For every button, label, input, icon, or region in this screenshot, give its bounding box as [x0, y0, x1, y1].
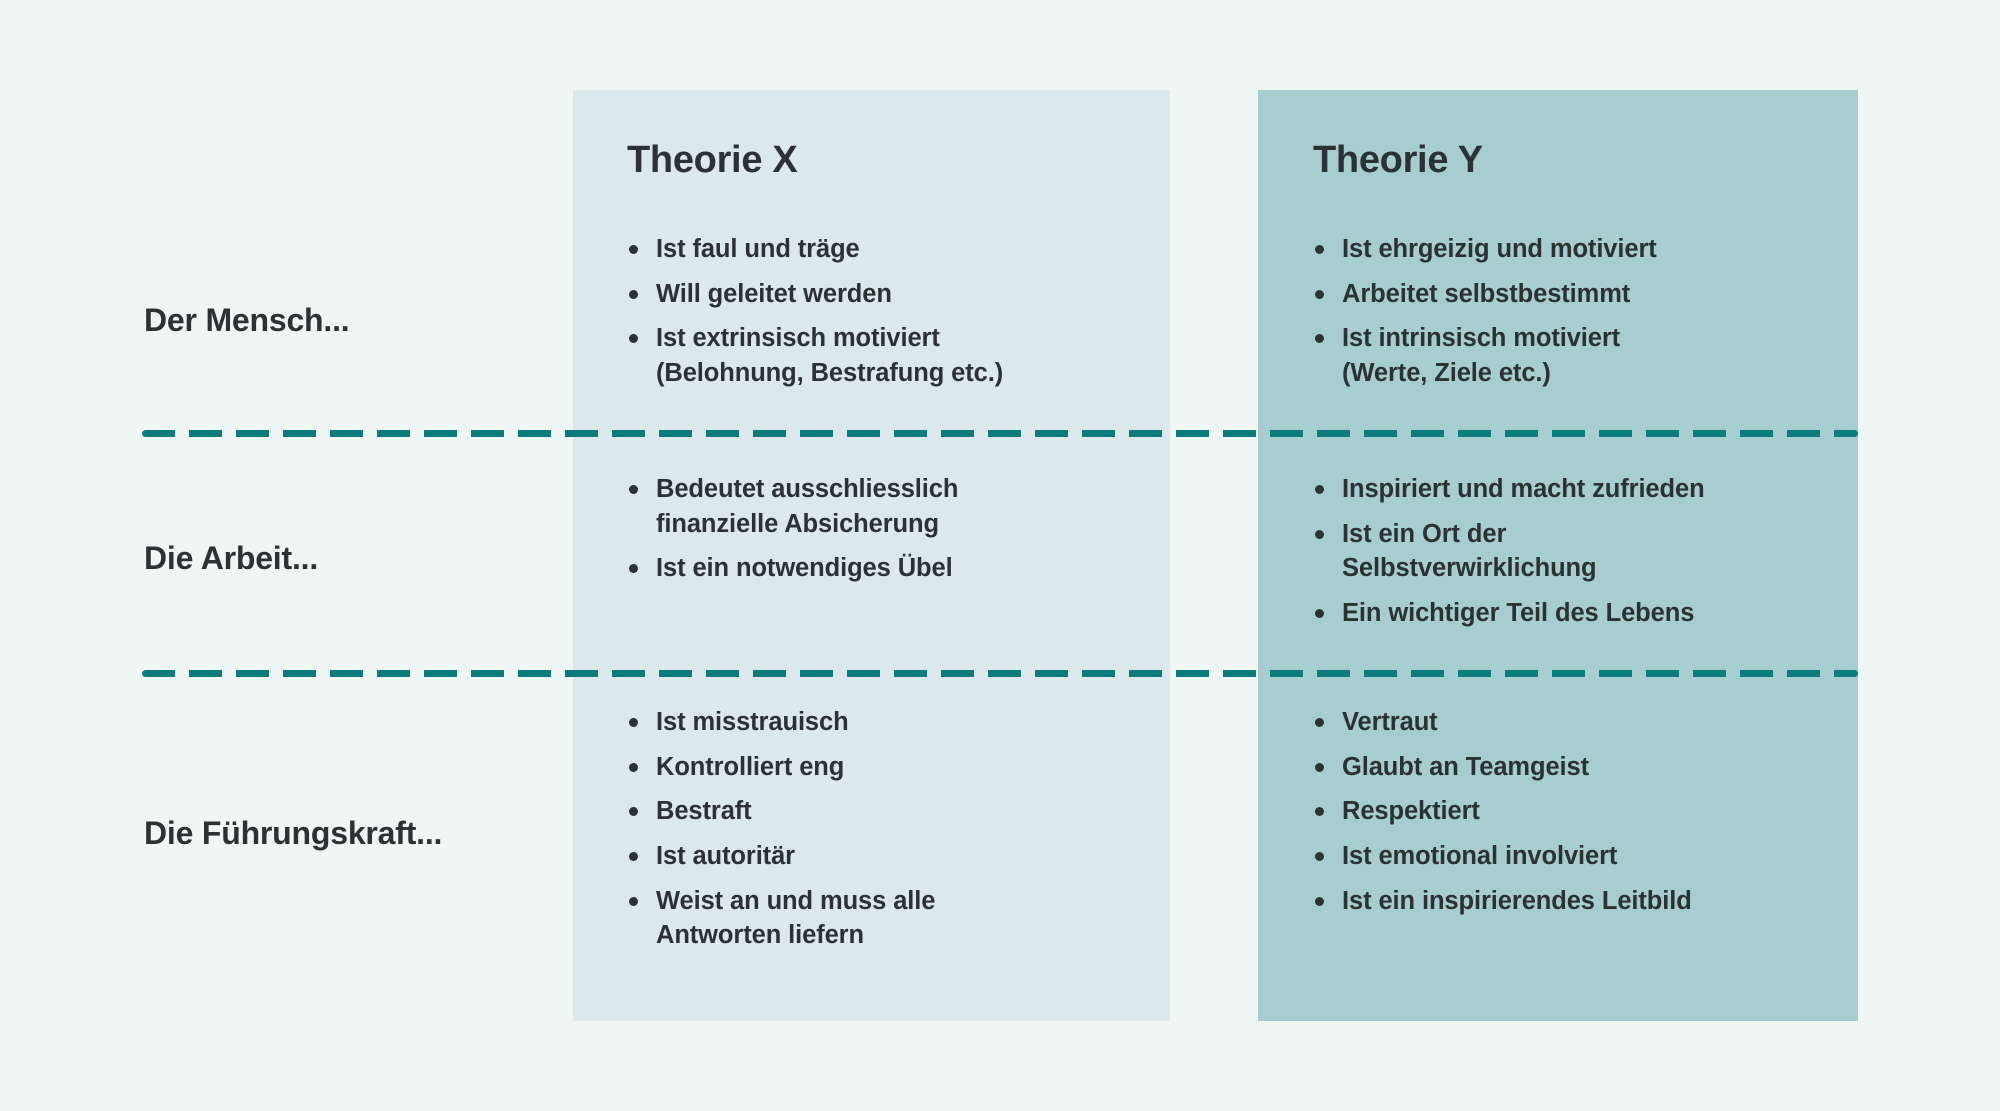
- list-item-text: Ist extrinsisch motiviert: [656, 324, 940, 353]
- list-item-text: Ist ein inspirierendes Leitbild: [1342, 886, 1692, 915]
- list-item-text: Ist intrinsisch motiviert: [1342, 324, 1621, 353]
- list-item-text: Glaubt an Teamgeist: [1342, 752, 1590, 781]
- list-item-continuation: (Werte, Ziele etc.): [1342, 359, 1551, 388]
- list-item: Respektiert: [1313, 794, 1853, 829]
- list-item-text: Ist ein notwendiges Übel: [656, 554, 953, 583]
- bullets-row3-theory-y: Vertraut Glaubt an Teamgeist Respektiert…: [1313, 705, 1853, 918]
- list-item: Will geleitet werden: [627, 277, 1147, 312]
- list-item-text: Ist ein Ort der: [1342, 519, 1507, 548]
- list-item: Glaubt an Teamgeist: [1313, 750, 1853, 785]
- bullet-list: Ist ehrgeizig und motiviert Arbeitet sel…: [1313, 232, 1853, 391]
- list-item-text: Kontrolliert eng: [656, 752, 845, 781]
- bullets-row1-theory-x: Ist faul und träge Will geleitet werden …: [627, 232, 1147, 391]
- list-item: Vertraut: [1313, 705, 1853, 740]
- list-item-text: Ein wichtiger Teil des Lebens: [1342, 599, 1695, 628]
- row-label-die-fuehrungskraft: Die Führungskraft...: [144, 815, 443, 851]
- row-label-die-arbeit: Die Arbeit...: [144, 540, 319, 576]
- list-item: Ist ein notwendiges Übel: [627, 551, 1147, 586]
- list-item-text: Ist ehrgeizig und motiviert: [1342, 235, 1657, 263]
- list-item-text: Vertraut: [1342, 708, 1438, 736]
- list-item-text: Inspiriert und macht zufrieden: [1342, 475, 1705, 503]
- theory-x-column-panel: [573, 90, 1170, 1021]
- list-item-text: Ist misstrauisch: [656, 708, 849, 736]
- list-item: Bedeutet ausschliesslich finanzielle Abs…: [627, 472, 1147, 541]
- list-item: Ist faul und träge: [627, 232, 1147, 267]
- bullets-row2-theory-x: Bedeutet ausschliesslich finanzielle Abs…: [627, 472, 1147, 586]
- row-divider-1: [142, 430, 1858, 437]
- bullet-list: Vertraut Glaubt an Teamgeist Respektiert…: [1313, 705, 1853, 918]
- list-item: Ist intrinsisch motiviert (Werte, Ziele …: [1313, 321, 1853, 390]
- list-item: Ist ehrgeizig und motiviert: [1313, 232, 1853, 267]
- theory-y-column-panel: [1258, 90, 1858, 1021]
- bullet-list: Ist misstrauisch Kontrolliert eng Bestra…: [627, 705, 1147, 953]
- list-item: Ist ein inspirierendes Leitbild: [1313, 884, 1853, 919]
- theory-x-title: Theorie X: [627, 139, 798, 181]
- list-item: Bestraft: [627, 794, 1147, 829]
- list-item: Weist an und muss alle Antworten liefern: [627, 884, 1147, 953]
- bullets-row3-theory-x: Ist misstrauisch Kontrolliert eng Bestra…: [627, 705, 1147, 953]
- list-item: Arbeitet selbstbestimmt: [1313, 277, 1853, 312]
- list-item-text: Bestraft: [656, 797, 752, 826]
- list-item-text: Bedeutet ausschliesslich: [656, 475, 959, 503]
- list-item: Ein wichtiger Teil des Lebens: [1313, 596, 1853, 631]
- list-item-text: Ist autoritär: [656, 842, 795, 871]
- bullet-list: Bedeutet ausschliesslich finanzielle Abs…: [627, 472, 1147, 586]
- bullet-list: Ist faul und träge Will geleitet werden …: [627, 232, 1147, 391]
- bullets-row1-theory-y: Ist ehrgeizig und motiviert Arbeitet sel…: [1313, 232, 1853, 391]
- list-item-continuation: finanzielle Absicherung: [656, 509, 939, 538]
- row-label-der-mensch: Der Mensch...: [144, 302, 350, 338]
- bullet-list: Inspiriert und macht zufrieden Ist ein O…: [1313, 472, 1853, 631]
- list-item: Kontrolliert eng: [627, 750, 1147, 785]
- list-item-continuation: (Belohnung, Bestrafung etc.): [656, 359, 1004, 388]
- list-item-text: Ist faul und träge: [656, 235, 860, 263]
- list-item: Inspiriert und macht zufrieden: [1313, 472, 1853, 507]
- list-item: Ist extrinsisch motiviert (Belohnung, Be…: [627, 321, 1147, 390]
- bullets-row2-theory-y: Inspiriert und macht zufrieden Ist ein O…: [1313, 472, 1853, 631]
- list-item-text: Ist emotional involviert: [1342, 842, 1618, 871]
- list-item-continuation: Selbstverwirklichung: [1342, 554, 1597, 583]
- list-item: Ist autoritär: [627, 839, 1147, 874]
- list-item: Ist emotional involviert: [1313, 839, 1853, 874]
- list-item: Ist misstrauisch: [627, 705, 1147, 740]
- list-item-text: Respektiert: [1342, 797, 1480, 826]
- list-item-text: Arbeitet selbstbestimmt: [1342, 279, 1631, 308]
- theory-y-title: Theorie Y: [1313, 139, 1483, 181]
- list-item: Ist ein Ort der Selbstverwirklichung: [1313, 517, 1853, 586]
- row-divider-2: [142, 670, 1858, 677]
- list-item-text: Will geleitet werden: [656, 279, 892, 308]
- list-item-text: Weist an und muss alle: [656, 886, 936, 915]
- list-item-continuation: Antworten liefern: [656, 921, 864, 950]
